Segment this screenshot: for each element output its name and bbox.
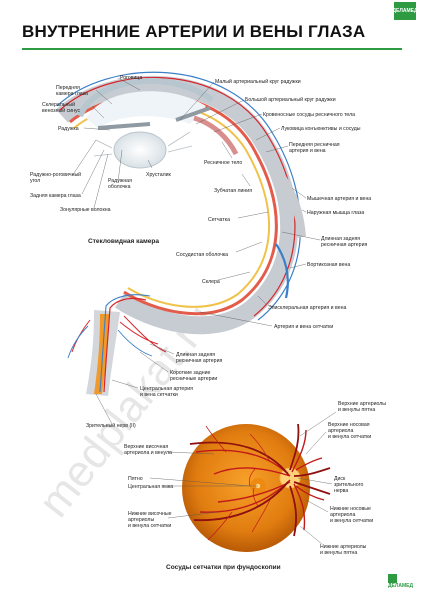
ciliary-body	[193, 115, 239, 156]
label-minor-arterial-circle: Малый артериальный круг радужки	[215, 78, 301, 85]
eye-section	[55, 71, 306, 396]
zonular-fibers	[93, 131, 193, 157]
label-posterior-chamber: Задняя камера глаза	[30, 193, 81, 199]
brand-mark: ДЕЛАМЕД	[388, 574, 416, 592]
label-sclera: Склера	[202, 279, 220, 285]
label-fovea: Центральная ямка	[128, 484, 173, 490]
leader-lines-right	[95, 81, 321, 425]
lens	[113, 131, 167, 169]
leader-lines-fundus	[149, 411, 337, 545]
label-optic-nerve: Зрительный нерв (II)	[86, 422, 136, 429]
posterior-ciliary-veins	[67, 325, 153, 359]
label-cornea: Роговица	[120, 75, 142, 81]
label-lens: Хрусталик	[146, 172, 172, 178]
optic-nerve-core	[94, 314, 110, 394]
cornea	[77, 77, 214, 118]
label-major-arterial-circle: Большой артериальный круг радужки	[245, 96, 336, 103]
label-macula: Пятно	[128, 476, 143, 482]
outer-vessel-artery	[59, 77, 296, 317]
retina-layer	[73, 102, 270, 308]
fundus-small-vessels	[205, 425, 271, 541]
brand-square-icon	[388, 574, 397, 583]
labels-right: Малый артериальный круг радужки Большой …	[176, 78, 371, 330]
label-extraocular-muscle: Наружная мышца глаза	[307, 210, 364, 216]
brand-logo: ДЕЛАМЕД	[392, 2, 418, 20]
central-retinal-vein	[99, 294, 151, 393]
label-ciliary-body: Ресничное тело	[204, 160, 242, 166]
label-choroid: Сосудистая оболочка	[176, 252, 228, 258]
label-ora-serrata: Зубчатая линия	[214, 188, 252, 194]
brand-name: ДЕЛАМЕД	[388, 583, 414, 589]
leader-lines-left	[71, 77, 153, 209]
label-muscular-artery: Мышечная артерия и вена	[307, 196, 371, 202]
label-retinal-artery-vein: Артерия и вена сетчатки	[274, 324, 333, 330]
fundus-caption: Сосуды сетчатки при фундоскопии	[166, 564, 281, 571]
vitreous-label: Стекловидная камера	[88, 238, 159, 245]
sclera-wall	[55, 75, 299, 335]
label-retina: Сетчатка	[208, 217, 230, 223]
brand-logo-text: ДЕЛАМЕД	[392, 8, 418, 14]
fundus-view	[182, 423, 331, 552]
page-title: ВНУТРЕННИЕ АРТЕРИИ И ВЕНЫ ГЛАЗА	[22, 22, 366, 41]
label-ciliary-body-vessels: Кровеносные сосуды ресничного тела	[263, 112, 355, 118]
central-retinal-artery	[103, 297, 147, 393]
outer-vessel-vein	[56, 71, 302, 321]
fundus-veins	[189, 423, 331, 537]
label-iris-root: Радужка	[58, 126, 79, 132]
vortex-vein	[275, 243, 289, 299]
label-episcleral: Эписклеральная артерия и вена	[268, 305, 346, 311]
title-underline	[22, 48, 402, 50]
label-vortex-vein: Вортикозная вена	[307, 262, 350, 268]
extraocular-muscle	[272, 168, 306, 238]
label-zonular-fibers: Зонулярные волокна	[60, 207, 111, 213]
label-conjunctival-bulb: Луковица конъюнктивы и сосуды	[281, 126, 361, 132]
